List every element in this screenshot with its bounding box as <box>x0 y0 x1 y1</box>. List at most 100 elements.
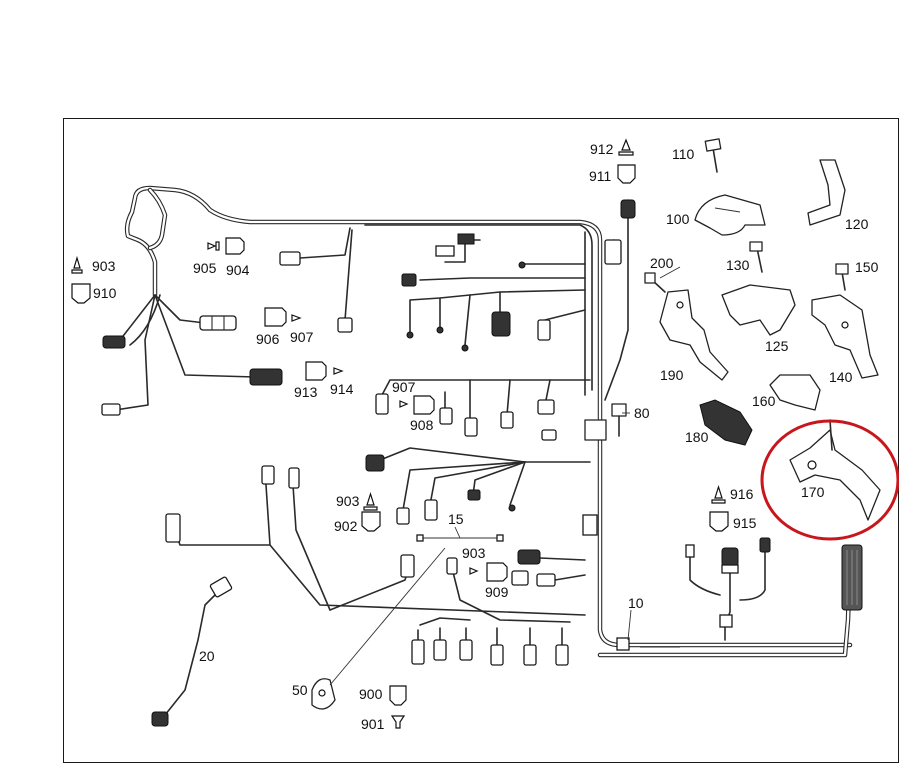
connector-904-plug <box>279 251 301 266</box>
part-110-bolt <box>704 138 722 173</box>
mid-plug-b <box>500 411 514 429</box>
label-190: 190 <box>660 367 684 383</box>
small-plug-b <box>337 317 353 333</box>
part-180-module <box>699 399 753 446</box>
label-125: 125 <box>765 338 789 354</box>
label-180: 180 <box>685 429 709 445</box>
connector-906-plug <box>199 315 237 331</box>
housing-icon-902 <box>361 511 381 532</box>
housing-icon-900 <box>389 685 407 706</box>
part-labels: 912 911 110 100 120 200 130 150 125 190 … <box>92 141 879 732</box>
label-904: 904 <box>226 262 250 278</box>
part-150-bolt <box>835 263 849 291</box>
label-100: 100 <box>666 211 690 227</box>
label-907-left: 907 <box>290 329 314 345</box>
label-130: 130 <box>726 257 750 273</box>
long-connector <box>841 544 863 611</box>
label-909: 909 <box>485 584 509 600</box>
bolt-80 <box>611 403 627 437</box>
connector-915 <box>685 537 771 628</box>
label-914: 914 <box>330 381 354 397</box>
trunk-bracket <box>584 419 607 441</box>
label-15: 15 <box>448 511 464 527</box>
label-120: 120 <box>845 216 869 232</box>
label-160: 160 <box>752 393 776 409</box>
seal-icon-903a <box>73 255 81 269</box>
seal-icon-912 <box>621 138 631 151</box>
label-200: 200 <box>650 255 674 271</box>
label-110: 110 <box>672 146 695 162</box>
label-916: 916 <box>730 486 754 502</box>
vertical-branch-911 <box>584 199 636 441</box>
label-150: 150 <box>855 259 879 275</box>
small-plug <box>101 403 121 416</box>
housing-icon-910 <box>71 283 91 304</box>
seal-icon-903c <box>469 567 479 575</box>
upper-relay-a <box>457 233 475 245</box>
housing-icon-909 <box>486 562 508 582</box>
center-harness <box>165 233 680 666</box>
label-900: 900 <box>359 686 383 702</box>
label-905: 905 <box>193 260 217 276</box>
center-plug-d <box>537 319 551 341</box>
connector-909-plug <box>517 549 541 565</box>
part-130-bolt <box>749 241 763 273</box>
connector-symbols <box>71 138 729 729</box>
label-20: 20 <box>199 648 215 664</box>
fuse-box-plug <box>604 239 622 265</box>
bracket-50 <box>311 547 446 710</box>
connector-908-plug <box>439 407 453 425</box>
lower-center-plug <box>365 454 385 472</box>
leader-lines <box>454 266 681 641</box>
label-913: 913 <box>294 384 318 400</box>
seal-icon-905 <box>207 242 217 250</box>
label-903-lower: 903 <box>462 545 486 561</box>
seal-icon-916 <box>714 485 723 499</box>
housing-icon-908 <box>413 395 435 415</box>
connector-910-plug <box>102 335 126 349</box>
seal-icon-901 <box>390 715 406 729</box>
label-10: 10 <box>628 595 644 611</box>
bottom-plug-row <box>411 627 569 666</box>
label-912: 912 <box>590 141 614 157</box>
label-908: 908 <box>410 417 434 433</box>
label-903-center: 903 <box>336 493 360 509</box>
seal-icon-907b <box>399 400 409 408</box>
label-902: 902 <box>334 518 358 534</box>
label-911: 911 <box>589 168 612 184</box>
label-140: 140 <box>829 369 853 385</box>
housing-icon-904 <box>225 237 245 255</box>
trunk-clip-a <box>582 514 598 536</box>
connector-907b-plug <box>375 393 389 415</box>
connector-902-plug <box>400 554 415 578</box>
part-170-bracket <box>789 419 881 521</box>
left-lower-connector <box>165 513 181 543</box>
label-910: 910 <box>93 285 117 301</box>
housing-icon-906 <box>264 307 287 327</box>
mid-plug-a <box>464 417 478 437</box>
part-125-bracket <box>721 284 796 336</box>
label-901: 901 <box>361 716 385 732</box>
highlight-circle-170 <box>760 419 899 541</box>
sensor-20 <box>151 576 233 727</box>
part-200-bolt <box>644 272 666 293</box>
label-80: 80 <box>634 405 650 421</box>
mid-plug-c <box>537 399 555 415</box>
housing-icon-915 <box>709 511 729 532</box>
upper-plug-c <box>401 273 417 287</box>
part-160-bracket <box>769 374 821 411</box>
label-903-left: 903 <box>92 258 116 274</box>
connector-913-plug <box>249 368 283 386</box>
label-915: 915 <box>733 515 757 531</box>
label-907-center: 907 <box>392 379 416 395</box>
label-906: 906 <box>256 331 280 347</box>
part-100-bracket <box>694 194 766 236</box>
housing-icon-913 <box>305 361 327 381</box>
upper-relay-b <box>435 245 455 257</box>
label-170: 170 <box>801 484 825 500</box>
housing-icon-911 <box>617 164 636 184</box>
seal-icon-903b <box>366 492 375 506</box>
part-120-bracket <box>807 159 846 226</box>
center-sensor-a <box>491 311 511 337</box>
